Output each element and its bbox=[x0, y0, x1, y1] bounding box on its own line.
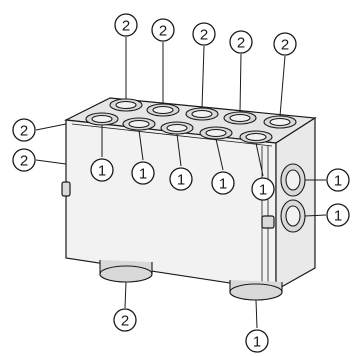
callout-number: 2 bbox=[281, 37, 289, 54]
callout-circle bbox=[90, 158, 114, 182]
callout-top-1: 2 bbox=[114, 13, 138, 37]
callout-top-2: 2 bbox=[151, 18, 175, 42]
callout-number: 2 bbox=[20, 153, 28, 170]
callout-circle bbox=[251, 177, 275, 201]
callout-number: 2 bbox=[122, 18, 130, 35]
callout-number: 1 bbox=[334, 173, 342, 190]
callout-front-3: 1 bbox=[169, 167, 193, 191]
callout-number: 2 bbox=[20, 123, 28, 140]
callout-front-4: 1 bbox=[211, 171, 235, 195]
callout-side-1: 1 bbox=[326, 168, 350, 192]
callout-circle bbox=[169, 167, 193, 191]
bottom-ports bbox=[99, 260, 283, 301]
callout-circle bbox=[273, 32, 297, 56]
left-latch bbox=[61, 181, 71, 197]
callout-circle bbox=[12, 148, 36, 172]
callout-circle bbox=[12, 118, 36, 142]
callout-left-1: 2 bbox=[12, 118, 36, 142]
callout-number: 1 bbox=[139, 166, 147, 183]
callout-circle bbox=[192, 22, 216, 46]
callout-number: 1 bbox=[98, 163, 106, 180]
callout-side-2: 1 bbox=[326, 203, 350, 227]
callout-number: 1 bbox=[177, 172, 185, 189]
callout-top-3: 2 bbox=[192, 22, 216, 46]
callout-circle bbox=[114, 13, 138, 37]
callout-circle bbox=[326, 168, 350, 192]
callout-top-4: 2 bbox=[229, 30, 253, 54]
callout-circle bbox=[113, 308, 137, 332]
callout-bottom-left: 2 bbox=[113, 308, 137, 332]
callout-circle bbox=[211, 171, 235, 195]
callout-number: 2 bbox=[237, 35, 245, 52]
callout-number: 2 bbox=[159, 23, 167, 40]
callouts: 2 2 2 2 2 2 2 1 1 1 1 1 1 1 2 1 bbox=[12, 13, 350, 353]
side-ports bbox=[280, 163, 306, 233]
callout-front-1: 1 bbox=[90, 158, 114, 182]
callout-circle bbox=[151, 18, 175, 42]
top-ports-back bbox=[109, 98, 297, 129]
callout-front-5: 1 bbox=[251, 177, 275, 201]
callout-left-2: 2 bbox=[12, 148, 36, 172]
top-ports-front bbox=[85, 112, 273, 144]
box-front-face bbox=[65, 119, 277, 291]
callout-number: 2 bbox=[200, 27, 208, 44]
callout-circle bbox=[229, 30, 253, 54]
callout-number: 2 bbox=[121, 313, 129, 330]
callout-top-5: 2 bbox=[273, 32, 297, 56]
right-latch bbox=[261, 215, 275, 229]
callout-circle bbox=[245, 329, 269, 353]
callout-circle bbox=[326, 203, 350, 227]
callout-circle bbox=[131, 161, 155, 185]
callout-front-2: 1 bbox=[131, 161, 155, 185]
leader-lines bbox=[35, 37, 327, 329]
callout-number: 1 bbox=[259, 182, 267, 199]
callout-number: 1 bbox=[219, 176, 227, 193]
callout-bottom-right: 1 bbox=[245, 329, 269, 353]
callout-number: 1 bbox=[253, 334, 261, 351]
callout-number: 1 bbox=[334, 208, 342, 225]
